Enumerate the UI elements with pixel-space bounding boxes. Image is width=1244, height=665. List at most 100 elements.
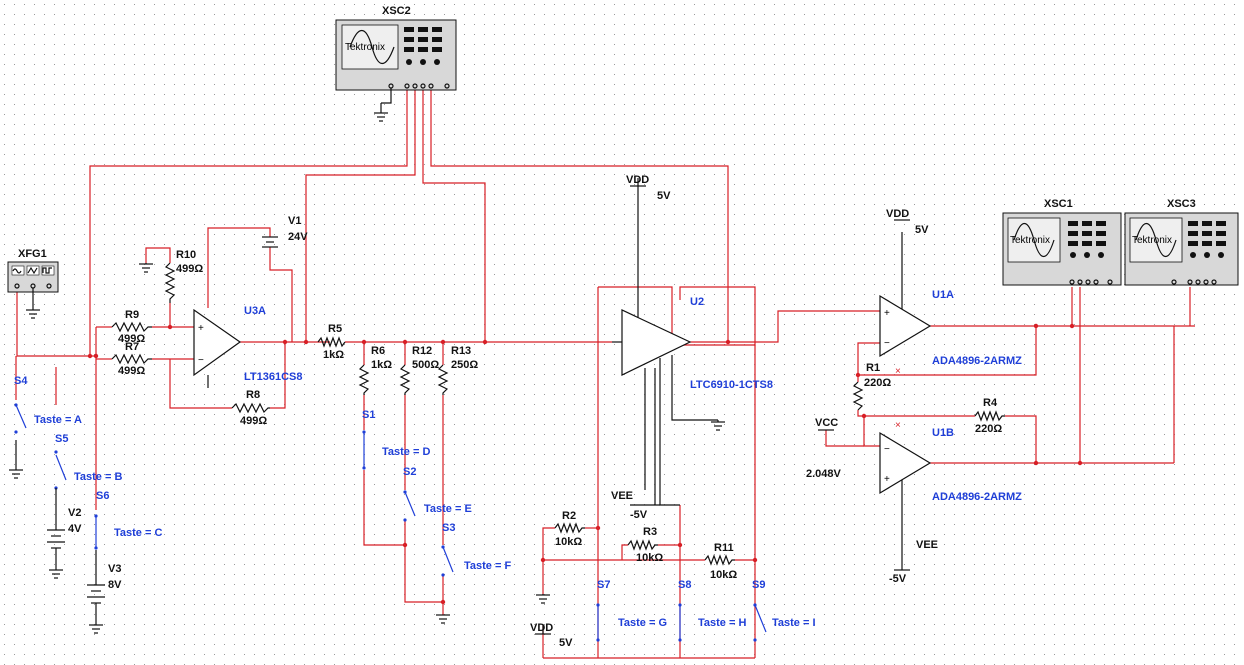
s7-key: Taste = G — [618, 617, 667, 629]
r4-ref: R4 — [983, 397, 998, 409]
resistor-r10[interactable]: R10 499Ω — [139, 249, 203, 303]
resistor-r3[interactable]: R3 10kΩ — [627, 526, 663, 564]
ground-symbol — [536, 594, 550, 604]
function-generator-xfg1[interactable]: XFG1 — [7, 248, 59, 319]
svg-text:−: − — [884, 444, 890, 455]
switch-s1[interactable]: S1 Taste = D — [362, 409, 430, 470]
vdd-bottom-value: 5V — [559, 637, 573, 649]
resistor-r2[interactable]: R2 10kΩ — [554, 510, 585, 548]
xsc1-brand: Tektronix — [1010, 235, 1050, 246]
resistor-r8[interactable]: R8 499Ω — [231, 389, 270, 427]
resistor-r5[interactable]: R5 1kΩ — [317, 323, 346, 361]
oscilloscope-xsc3[interactable]: XSC3 Tektronix — [1124, 198, 1239, 286]
switch-s2[interactable]: S2 Taste = E — [403, 466, 472, 522]
power-rails: VDD 5V VEE -5V VDD 5V VEE -5V VCC 2.048V… — [9, 174, 938, 649]
s3-key: Taste = F — [464, 560, 511, 572]
resistor-r11[interactable]: R11 10kΩ — [704, 542, 737, 581]
switch-s3[interactable]: S3 Taste = F — [441, 522, 511, 577]
switch-s8[interactable]: S8 Taste = H — [678, 579, 746, 642]
resistor-r7[interactable]: R7 499Ω — [111, 341, 152, 377]
r11-value: 10kΩ — [710, 569, 737, 581]
s4-ref: S4 — [14, 375, 28, 387]
r13-value: 250Ω — [451, 359, 478, 371]
switch-s5[interactable]: S5 Taste = B — [54, 433, 122, 490]
s8-key: Taste = H — [698, 617, 746, 629]
r1-value: 220Ω — [864, 377, 891, 389]
r9-ref: R9 — [125, 309, 139, 321]
switch-s4[interactable]: S4 Taste = A — [14, 356, 82, 434]
r6-ref: R6 — [371, 345, 385, 357]
xsc2-brand: Tektronix — [345, 42, 385, 53]
square-wave-icon — [42, 267, 52, 274]
ground-symbol — [49, 569, 63, 579]
s8-ref: S8 — [678, 579, 691, 591]
opamp-u2[interactable]: U2 LTC6910-1CTS8 — [612, 178, 773, 506]
s2-key: Taste = E — [424, 503, 472, 515]
r10-ref: R10 — [176, 249, 196, 261]
s7-ref: S7 — [597, 579, 610, 591]
svg-text:+: + — [884, 474, 890, 485]
r7-value: 499Ω — [118, 365, 145, 377]
opamp-u1a[interactable]: + − × U1A ADA4896-2ARMZ — [879, 232, 1022, 377]
junctions — [87, 323, 1083, 605]
s1-key: Taste = D — [382, 446, 430, 458]
svg-text:×: × — [895, 366, 901, 377]
s6-ref: S6 — [96, 490, 109, 502]
oscilloscope-xsc1[interactable]: XSC1 Tektronix — [1002, 198, 1122, 286]
resistor-r4[interactable]: R4 220Ω — [974, 397, 1005, 435]
r12-ref: R12 — [412, 345, 432, 357]
resistor-r12[interactable]: R12 500Ω — [399, 345, 439, 395]
switch-s9[interactable]: S9 Taste = I — [752, 579, 816, 642]
s9-ref: S9 — [752, 579, 765, 591]
s6-key: Taste = C — [114, 527, 162, 539]
switch-s7[interactable]: S7 Taste = G — [596, 579, 667, 642]
r9-value: 499Ω — [118, 333, 145, 345]
xsc3-label: XSC3 — [1167, 198, 1196, 210]
xsc2-screen — [341, 24, 399, 70]
v1-ref: V1 — [288, 215, 301, 227]
s5-ref: S5 — [55, 433, 68, 445]
r4-value: 220Ω — [975, 423, 1002, 435]
s1-ref: S1 — [362, 409, 375, 421]
r12-value: 500Ω — [412, 359, 439, 371]
vdd-u1-label: VDD — [886, 208, 909, 220]
resistor-r1[interactable]: R1 220Ω — [852, 362, 891, 411]
svg-text:−: − — [884, 338, 890, 349]
opamp-u3a[interactable]: + − U3A LT1361CS8 — [193, 305, 303, 388]
sine-wave-icon — [1135, 222, 1177, 258]
u1a-ref: U1A — [932, 289, 954, 301]
xsc1-label: XSC1 — [1044, 198, 1073, 210]
switch-s6[interactable]: S6 Taste = C — [94, 490, 162, 550]
svg-text:−: − — [198, 355, 204, 366]
resistor-r9[interactable]: R9 499Ω — [111, 309, 152, 345]
battery-v3[interactable]: V3 8V — [87, 550, 122, 634]
resistor-r13[interactable]: R13 250Ω — [437, 345, 478, 395]
ground-symbol — [711, 420, 725, 431]
resistor-r6[interactable]: R6 1kΩ — [358, 345, 392, 395]
opamp-u1b[interactable]: − + × U1B ADA4896-2ARMZ — [879, 420, 1022, 570]
r2-ref: R2 — [562, 510, 576, 522]
v1-value: 24V — [288, 231, 308, 243]
r1-ref: R1 — [866, 362, 880, 374]
battery-v2[interactable]: V2 4V — [47, 490, 82, 579]
xsc3-brand: Tektronix — [1132, 235, 1172, 246]
r8-value: 499Ω — [240, 415, 267, 427]
v3-ref: V3 — [108, 563, 121, 575]
r2-value: 10kΩ — [555, 536, 582, 548]
vdd-u2-label: VDD — [626, 174, 649, 186]
oscilloscope-xsc2[interactable]: XSC2 Tektronix — [335, 5, 457, 122]
v2-value: 4V — [68, 523, 82, 535]
sine-wave-icon — [12, 268, 22, 274]
r3-ref: R3 — [643, 526, 657, 538]
s3-ref: S3 — [442, 522, 455, 534]
v3-value: 8V — [108, 579, 122, 591]
vee-u1-value: -5V — [889, 573, 907, 585]
u2-ref: U2 — [690, 296, 704, 308]
s9-key: Taste = I — [772, 617, 816, 629]
ground-symbol — [139, 263, 153, 273]
vee-u1-label: VEE — [916, 539, 938, 551]
battery-v1[interactable]: V1 24V — [262, 215, 308, 248]
r13-ref: R13 — [451, 345, 471, 357]
u2-part: LTC6910-1CTS8 — [690, 379, 773, 391]
